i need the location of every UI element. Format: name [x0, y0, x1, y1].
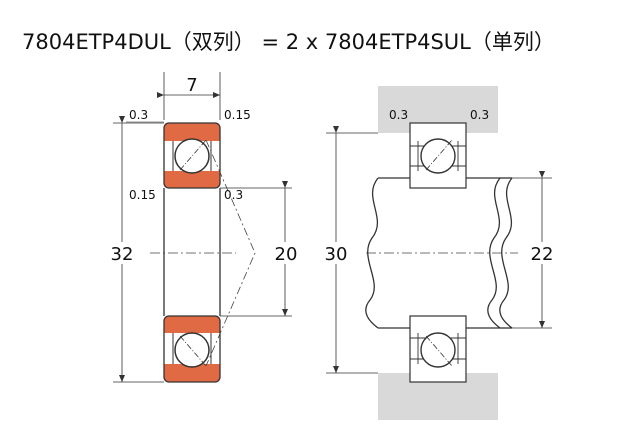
- chamfer-mid-right: 0.3: [224, 188, 243, 202]
- housing-diameter-dimension: 30: [320, 126, 378, 374]
- shaft-diameter-dimension: 22: [512, 171, 558, 329]
- left-top-ball: [174, 138, 210, 174]
- left-view: 7 32 20 0.3 0.15 0.15 0.3: [106, 72, 302, 383]
- right-top-ball: [420, 138, 456, 174]
- inner-diameter-label: 20: [275, 244, 298, 265]
- left-bottom-ball: [174, 332, 210, 368]
- right-bottom-bearing-section: [409, 315, 467, 383]
- shaft-break-left: [365, 177, 379, 329]
- inner-diameter-dimension: 20: [220, 181, 302, 317]
- diagram-title: 7804ETP4DUL（双列） = 2 x 7804ETP4SUL（单列）: [22, 20, 622, 64]
- chamfer-top-right: 0.15: [224, 108, 251, 122]
- housing-diameter-label: 30: [325, 244, 348, 265]
- right-bottom-ball: [420, 332, 456, 368]
- right-top-bearing-section: [409, 122, 467, 189]
- outer-diameter-dimension: 32: [106, 116, 164, 383]
- right-chamfer-left: 0.3: [389, 108, 408, 122]
- left-contact-angle-lines: [205, 139, 256, 367]
- chamfer-top-left: 0.3: [129, 108, 148, 122]
- outer-diameter-label: 32: [111, 244, 134, 265]
- shaft-diameter-label: 22: [531, 244, 554, 265]
- width-dim-label: 7: [186, 75, 197, 96]
- left-bottom-cage: [172, 333, 212, 364]
- shaft-break-right: [487, 177, 501, 329]
- chamfer-mid-left: 0.15: [129, 188, 156, 202]
- left-bottom-bearing-section: [163, 315, 221, 383]
- title-part-single-row: = 2 x 7804ETP4SUL（单列）: [254, 30, 555, 54]
- right-view: 30 22 0.3 0.3: [320, 86, 558, 420]
- title-part-double-row: 7804ETP4DUL（双列）: [22, 30, 255, 54]
- left-top-cage: [172, 141, 212, 171]
- width-dimension: 7: [157, 72, 221, 120]
- right-chamfer-right: 0.3: [470, 108, 489, 122]
